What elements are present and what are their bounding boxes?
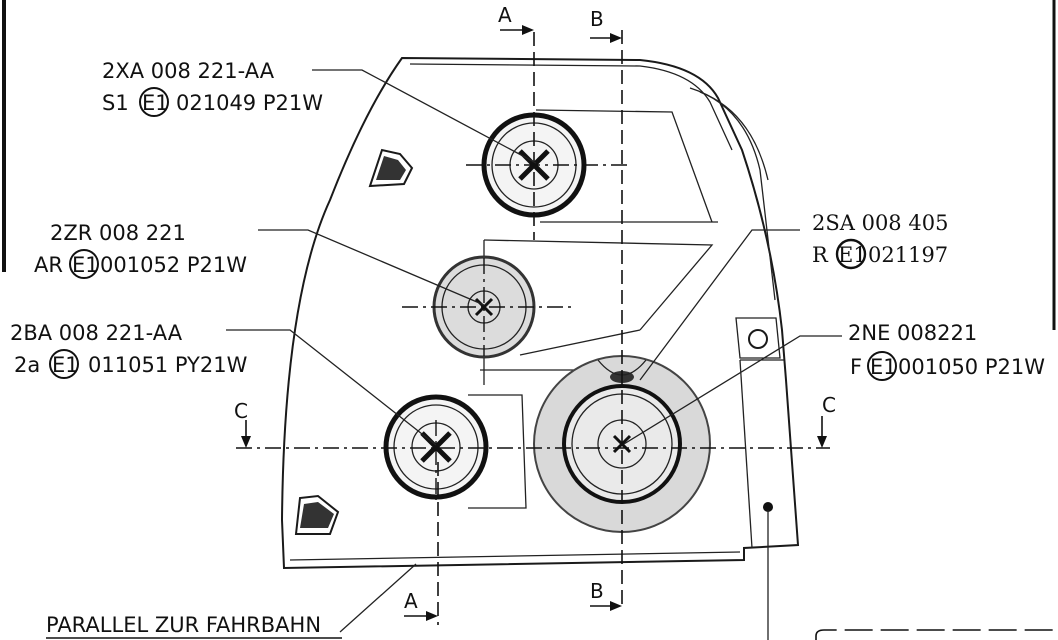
section-marker-c-left: C	[234, 399, 251, 448]
approval-mark: E1	[142, 91, 169, 115]
svg-text:C: C	[234, 399, 248, 423]
callout-prefix: F	[850, 355, 862, 379]
callout-code: 001052 P21W	[100, 253, 247, 277]
section-marker-b-top: B	[590, 7, 622, 43]
callout-prefix: S1	[102, 91, 129, 115]
section-marker-a-top: A	[498, 3, 534, 35]
left-clip-bottom	[294, 494, 340, 535]
callout-code: 011051 PY21W	[88, 353, 248, 377]
callout-reflector: 2SA 008 405 R E1 021197	[812, 211, 948, 270]
approval-mark-icon	[139, 87, 169, 117]
lamp-housing	[280, 56, 800, 570]
section-marker-a-bottom: A	[404, 589, 438, 621]
callout-part-number: 2NE 008221	[848, 321, 977, 345]
section-marker-c-right: C	[817, 393, 836, 448]
callout-part-number: 2BA 008 221-AA	[10, 321, 183, 345]
callout-prefix: 2a	[14, 353, 40, 377]
callout-code: 021049 P21W	[176, 91, 323, 115]
approval-mark: E1	[72, 253, 99, 277]
section-marker-b-bottom: B	[590, 579, 622, 611]
callout-code: 021197	[868, 243, 948, 267]
callout-lamp-large: 2NE 008221 F E1 001050 P21W	[848, 321, 1045, 381]
callout-prefix: AR	[34, 253, 63, 277]
centre-lines	[236, 30, 830, 625]
leader-lines	[226, 69, 842, 640]
left-clip-top	[368, 148, 414, 188]
mounting-hole	[748, 329, 768, 349]
callout-part-number: 2XA 008 221-AA	[102, 59, 275, 83]
svg-text:A: A	[404, 589, 418, 613]
callout-part-number: 2SA 008 405	[812, 211, 948, 235]
svg-text:C: C	[822, 393, 836, 417]
svg-text:PARALLEL ZUR FAHRBAHN: PARALLEL ZUR FAHRBAHN	[46, 613, 321, 637]
callout-prefix: R	[812, 243, 829, 267]
approval-mark-icon	[835, 238, 867, 270]
approval-mark: E1	[838, 243, 867, 267]
svg-text:A: A	[498, 3, 512, 27]
vent-dot	[763, 502, 773, 512]
callout-code: 001050 P21W	[898, 355, 1045, 379]
footer-note: PARALLEL ZUR FAHRBAHN	[46, 613, 342, 639]
callout-lamp-top: 2XA 008 221-AA S1 E1 021049 P21W	[102, 59, 323, 117]
approval-mark: E1	[870, 355, 897, 379]
callout-lamp-middle: 2ZR 008 221 AR E1 001052 P21W	[34, 221, 247, 279]
svg-text:B: B	[590, 579, 604, 603]
callout-part-number: 2ZR 008 221	[50, 221, 186, 245]
title-block-frame	[815, 629, 1058, 640]
svg-text:B: B	[590, 7, 604, 31]
approval-mark-icon	[69, 249, 99, 279]
approval-mark-icon	[867, 351, 897, 381]
approval-mark-icon	[49, 349, 79, 379]
approval-mark: E1	[52, 353, 79, 377]
callout-lamp-bottom: 2BA 008 221-AA 2a E1 011051 PY21W	[10, 321, 248, 379]
